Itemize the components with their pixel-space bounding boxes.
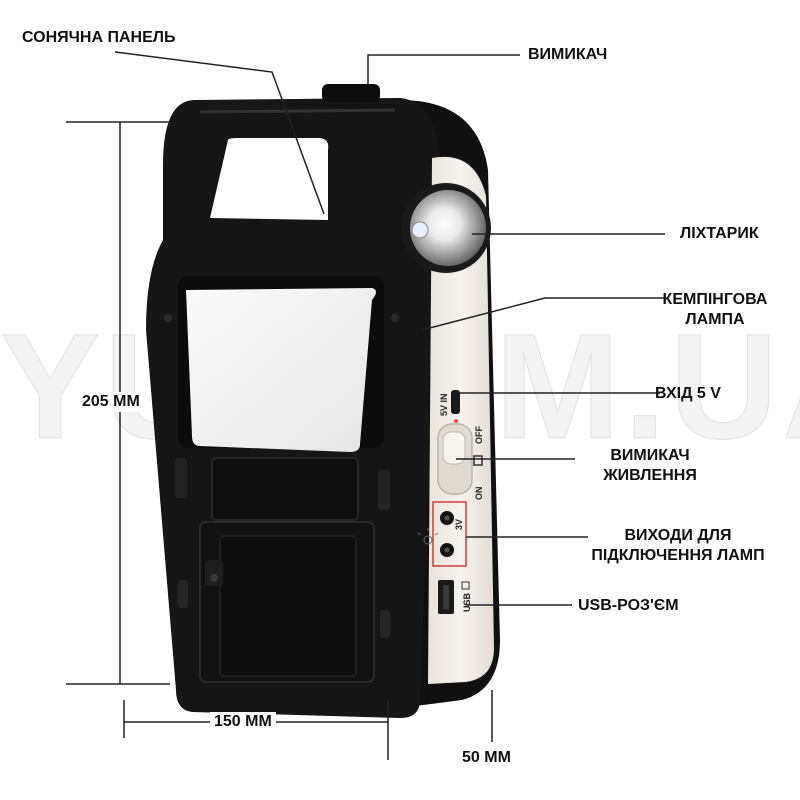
bulb-icon [417, 528, 439, 545]
label-camping-lamp-line2: ЛАМПА [685, 311, 745, 328]
label-solar-panel: СОНЯЧНА ПАНЕЛЬ [22, 29, 176, 46]
cover-latch [205, 560, 223, 586]
lamp-output-jack-2-pin [444, 547, 450, 553]
label-5v-input: ВХІД 5 V [655, 385, 721, 402]
leader-lines [114, 51, 665, 606]
usb-port-tongue [443, 585, 449, 609]
flashlight-led [411, 221, 429, 239]
label-camping-lamp: КЕМПІНГОВА ЛАМПА [650, 290, 780, 330]
camping-lamp-diffuser [186, 288, 376, 452]
handle-rim [199, 108, 396, 114]
label-switch: ВИМИКАЧ [528, 46, 608, 63]
3v-marking: 3V [454, 519, 464, 530]
dimension-width: 150 ММ [210, 712, 276, 732]
lamp-screw-left [164, 314, 172, 322]
flashlight-reflector [410, 190, 486, 266]
cover-screw [210, 574, 218, 582]
label-flashlight: ЛІХТАРИК [680, 225, 759, 242]
lamp-output-jack-1-pin [444, 515, 450, 521]
lamp-screw-right [391, 314, 399, 322]
top-switch-knob [322, 84, 380, 102]
leader-camping-lamp [421, 297, 665, 331]
label-camping-lamp-line1: КЕМПІНГОВА [662, 291, 768, 308]
battery-cover-inner [219, 535, 357, 677]
dimension-height: 205 ММ [78, 392, 144, 412]
usb-marking: USB [462, 592, 472, 612]
power-switch-knob [442, 431, 466, 465]
label-usb-port: USB-РОЗ'ЄМ [578, 597, 679, 614]
usb-symbol-icon [461, 581, 470, 590]
5v-in-marking: 5V IN [439, 393, 449, 416]
lamp-outputs-highlight [432, 501, 467, 567]
left-side-slot [175, 458, 187, 498]
5v-input-port [451, 390, 460, 414]
dimension-depth: 50 ММ [462, 749, 511, 766]
right-side-slot [378, 470, 390, 510]
left-foot-slot [178, 580, 188, 608]
leader-solar-panel [114, 51, 325, 215]
label-power-switch: ВИМИКАЧ ЖИВЛЕННЯ [580, 446, 720, 486]
label-lamp-outputs: ВИХОДИ ДЛЯ ПІДКЛЮЧЕННЯ ЛАМП [580, 526, 776, 566]
label-lamp-outputs-line1: ВИХОДИ ДЛЯ [624, 527, 732, 544]
power-indicator-led [454, 419, 458, 423]
switch-mark [473, 455, 483, 466]
label-lamp-outputs-line2: ПІДКЛЮЧЕННЯ ЛАМП [591, 547, 765, 564]
label-power-switch-line1: ВИМИКАЧ [610, 447, 690, 464]
label-power-switch-line2: ЖИВЛЕННЯ [603, 467, 697, 484]
right-foot-slot [380, 610, 390, 638]
on-marking: ON [474, 487, 484, 501]
upper-compartment [211, 457, 359, 521]
leader-switch [367, 54, 520, 84]
off-marking: OFF [474, 426, 484, 444]
